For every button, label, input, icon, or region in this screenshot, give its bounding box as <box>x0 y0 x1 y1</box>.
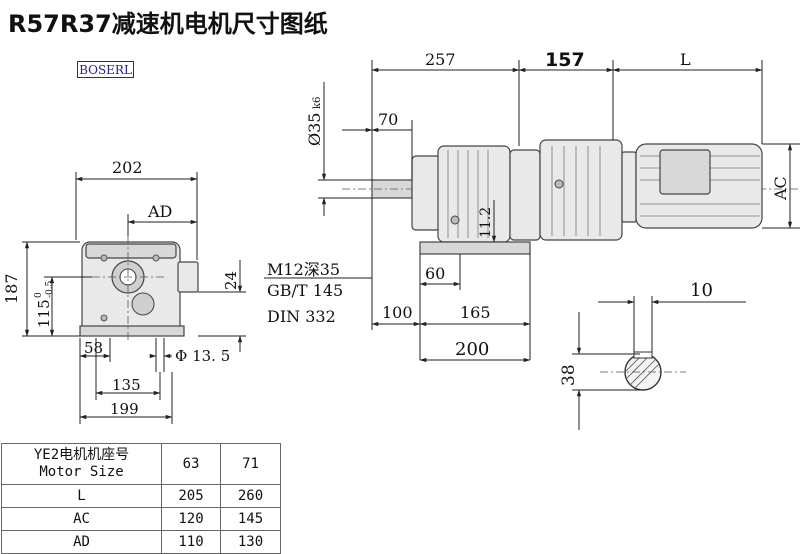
table-size-71: 71 <box>220 443 281 485</box>
table-row-label: L <box>1 484 162 508</box>
table-row-label: AD <box>1 530 162 554</box>
dim-70-label: 70 <box>378 110 398 129</box>
dim-shaft-dia-label: Ø35 <box>305 113 324 146</box>
dim-hole-label: Φ 13. 5 <box>175 347 230 365</box>
front-foot <box>79 325 185 337</box>
dim-157-label: 157 <box>545 49 585 71</box>
table-cell: 120 <box>161 507 221 531</box>
dim-ac-label: AC <box>771 176 790 201</box>
brand-logo-box: BOSERL <box>77 61 134 78</box>
dim-115-label: 115 <box>35 299 53 328</box>
dim-199-label: 199 <box>110 400 139 418</box>
dim-257-label: 257 <box>425 50 456 69</box>
shaft-keyway <box>633 351 653 359</box>
front-side-flange <box>177 261 199 293</box>
motor-size-table: YE2电机机座号 Motor Size 63 71 L 205 260 AC 1… <box>1 443 281 554</box>
table-row: AD 110 130 <box>1 530 281 554</box>
shaft-section: 10 38 <box>559 280 746 430</box>
dim-202-label: 202 <box>112 158 143 177</box>
r57-foot <box>419 241 531 255</box>
thread-note-3: DIN 332 <box>267 307 336 326</box>
table-row: L 205 260 <box>1 484 281 508</box>
front-lower-gear <box>131 292 155 316</box>
dim-shaft-tol-label: k6 <box>312 97 323 109</box>
dim-200-label: 200 <box>455 339 489 360</box>
dim-l-label: L <box>680 50 691 69</box>
table-cell: 110 <box>161 530 221 554</box>
table-header-row: YE2电机机座号 Motor Size 63 71 <box>1 443 281 485</box>
dim-60-label: 60 <box>425 264 445 283</box>
r57-housing-main <box>437 145 511 243</box>
table-header-cell: YE2电机机座号 Motor Size <box>1 443 162 485</box>
motor-flange <box>621 151 637 223</box>
dim-165-label: 165 <box>460 303 491 322</box>
r57-housing <box>411 155 441 231</box>
coupling <box>509 149 541 241</box>
dim-115-tol-upper: 0 <box>34 292 44 298</box>
table-cell: 130 <box>220 530 281 554</box>
dim-24-label: 24 <box>222 271 240 290</box>
table-cell: 205 <box>161 484 221 508</box>
thread-note-2: GB/T 145 <box>267 281 343 300</box>
dim-ad-label: AD <box>147 202 172 221</box>
dim-58-label: 58 <box>84 339 103 357</box>
side-view: 257 157 L Ø35 k6 70 AC 11.2 <box>264 49 800 363</box>
table-header-line1: YE2电机机座号 <box>33 447 130 463</box>
thread-note-1: M12深35 <box>267 260 340 279</box>
table-header-line2: Motor Size <box>39 464 124 480</box>
dim-115-tol-lower: -0.5 <box>45 280 55 298</box>
table-size-63: 63 <box>161 443 221 485</box>
dim-38-label: 38 <box>559 364 579 386</box>
dim-11-2-label: 11.2 <box>478 207 494 238</box>
dim-100-label: 100 <box>382 303 413 322</box>
table-cell: 260 <box>220 484 281 508</box>
front-housing-top <box>85 243 177 259</box>
front-view: 202 AD 187 115 0 -0.5 24 58 <box>2 158 246 424</box>
table-row: AC 120 145 <box>1 507 281 531</box>
motor-terminal-box <box>659 149 711 195</box>
table-row-label: AC <box>1 507 162 531</box>
table-cell: 145 <box>220 507 281 531</box>
dim-135-label: 135 <box>112 376 141 394</box>
dim-10-label: 10 <box>690 280 713 301</box>
dim-187-label: 187 <box>2 273 21 304</box>
page-title: R57R37减速机电机尺寸图纸 <box>8 10 328 38</box>
